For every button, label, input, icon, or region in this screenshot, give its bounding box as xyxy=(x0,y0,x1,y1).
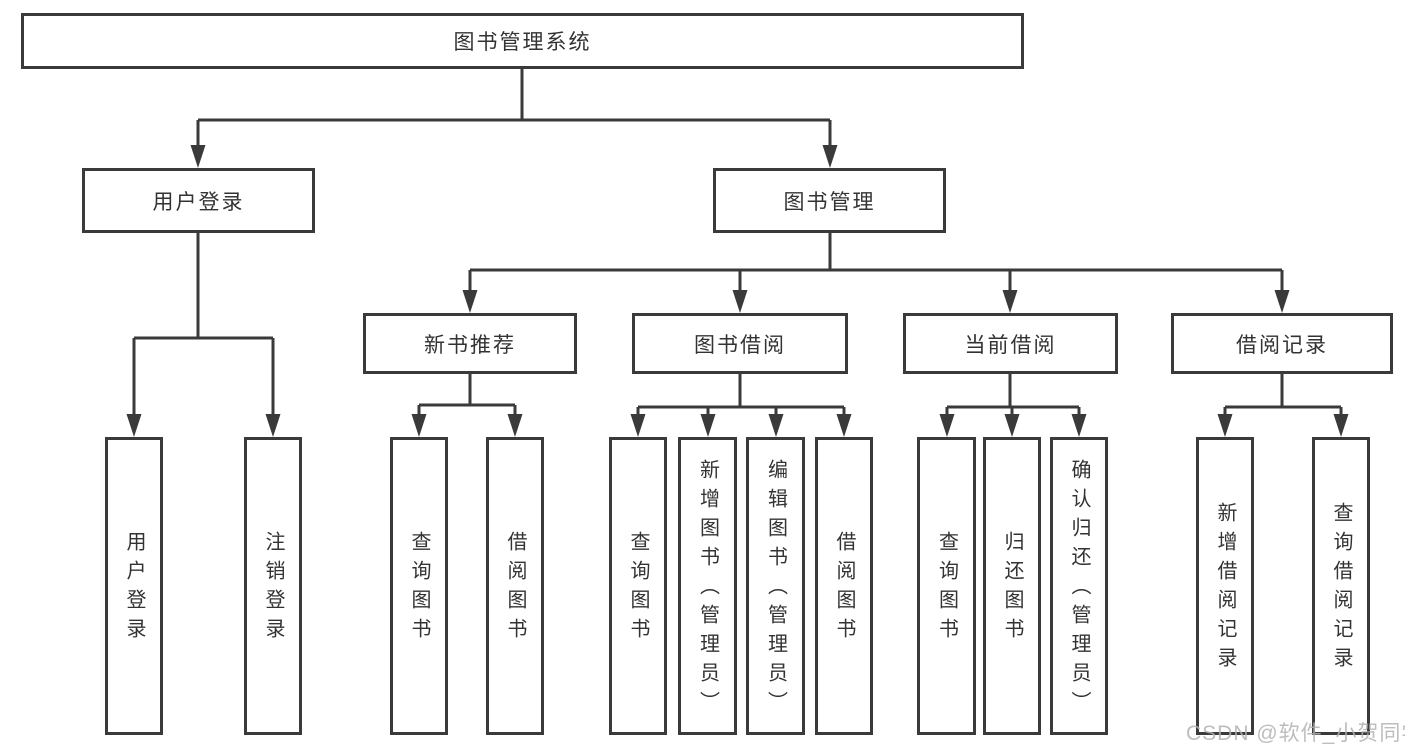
connector-borrow-to-leaves xyxy=(636,374,846,421)
node-book-management-branch: 图书管理 xyxy=(713,168,946,233)
connector-bookmgmt-to-level3 xyxy=(468,233,1284,297)
arrowheads xyxy=(126,145,1349,437)
leaf-current-query-book: 查询图书 xyxy=(917,437,976,735)
leaf-record-query-record: 查询借阅记录 xyxy=(1312,437,1370,735)
node-current-borrow: 当前借阅 xyxy=(903,313,1118,374)
leaf-borrow-query-book: 查询图书 xyxy=(609,437,667,735)
node-borrow-record: 借阅记录 xyxy=(1171,313,1393,374)
node-root-system: 图书管理系统 xyxy=(21,13,1024,69)
leaf-newbook-query-book: 查询图书 xyxy=(390,437,448,735)
leaf-current-confirm-return-admin: 确认归还（管理员） xyxy=(1050,437,1108,735)
connector-userlogin-to-leaves xyxy=(132,233,275,421)
csdn-watermark: CSDN @软件_小贺同学 xyxy=(1186,722,1405,745)
leaf-user-login: 用户登录 xyxy=(105,437,163,735)
leaf-record-add-record: 新增借阅记录 xyxy=(1196,437,1254,735)
node-user-login-branch: 用户登录 xyxy=(82,168,315,233)
leaf-borrow-edit-book-admin: 编辑图书（管理员） xyxy=(746,437,805,735)
leaf-borrow-borrow-book: 借阅图书 xyxy=(815,437,873,735)
connector-root-to-level2 xyxy=(196,68,832,152)
connector-current-to-leaves xyxy=(945,374,1081,421)
connector-record-to-leaves xyxy=(1223,374,1343,421)
node-new-book-recommend: 新书推荐 xyxy=(363,313,577,374)
connector-newbook-to-leaves xyxy=(417,374,517,421)
node-book-borrow: 图书借阅 xyxy=(632,313,848,374)
leaf-newbook-borrow-book: 借阅图书 xyxy=(486,437,544,735)
leaf-current-return-book: 归还图书 xyxy=(983,437,1041,735)
leaf-logout: 注销登录 xyxy=(244,437,302,735)
leaf-borrow-add-book-admin: 新增图书（管理员） xyxy=(678,437,737,735)
